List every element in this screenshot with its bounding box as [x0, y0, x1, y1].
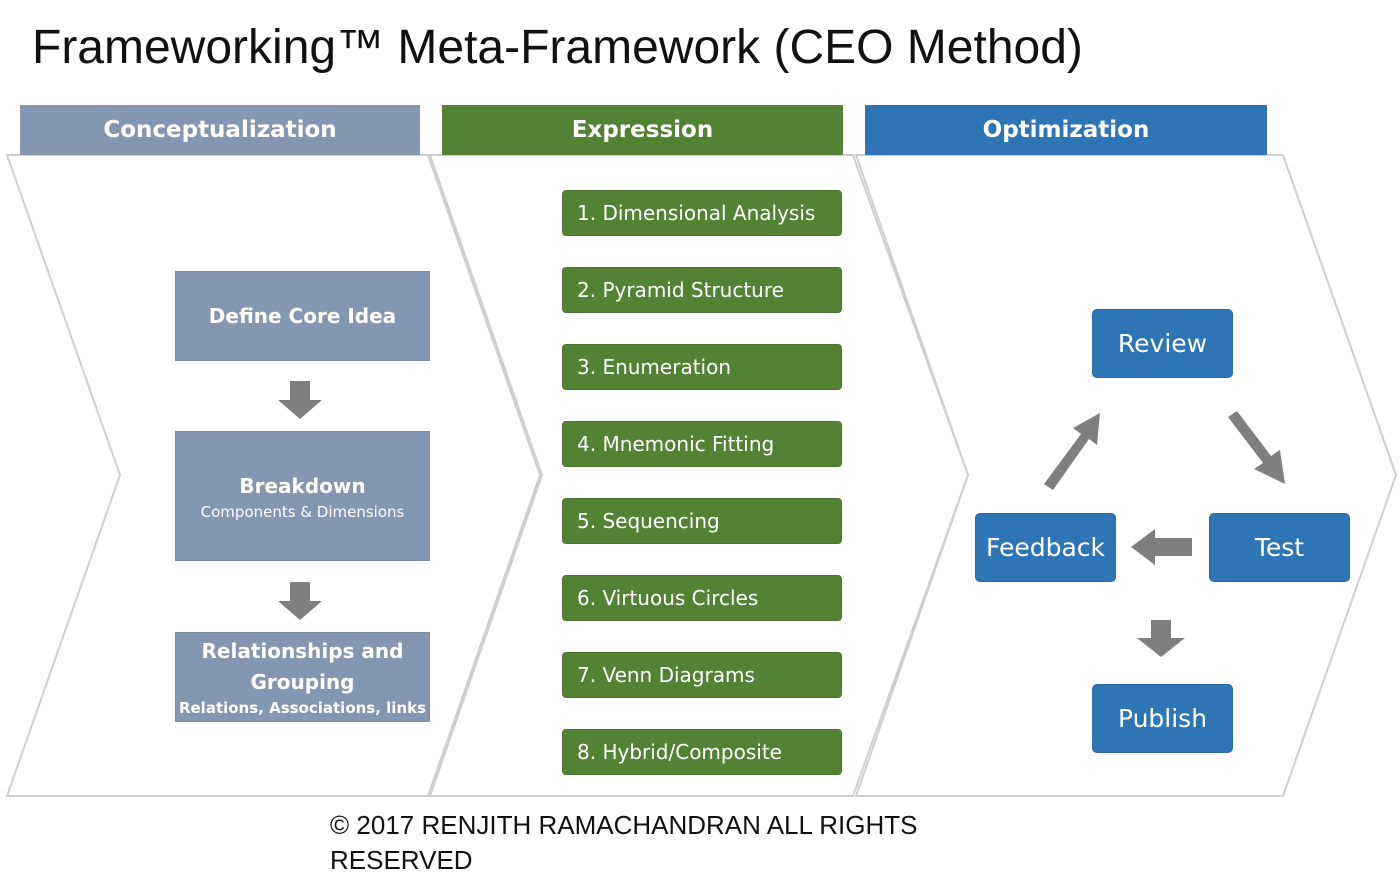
node-feedback: Feedback: [975, 513, 1116, 582]
copyright-notice: © 2017 RENJITH RAMACHANDRAN ALL RIGHTS R…: [330, 810, 918, 875]
node-test: Test: [1209, 513, 1350, 582]
concept-box-subtitle: Relations, Associations, links: [178, 699, 427, 717]
concept-box-relationships: Relationships and Grouping Relations, As…: [175, 632, 430, 722]
chevron-expression: [428, 154, 970, 797]
node-review: Review: [1092, 309, 1233, 378]
down-arrow-icon: [278, 582, 322, 620]
expression-step: 7. Venn Diagrams: [562, 652, 842, 698]
concept-box-title: Relationships and Grouping: [201, 639, 404, 694]
concept-box-breakdown: Breakdown Components & Dimensions: [175, 431, 430, 561]
up-right-arrow-icon: [1044, 413, 1100, 490]
header-optimization: Optimization: [865, 105, 1267, 155]
expression-step: 1. Dimensional Analysis: [562, 190, 842, 236]
expression-step: 5. Sequencing: [562, 498, 842, 544]
expression-step: 4. Mnemonic Fitting: [562, 421, 842, 467]
down-right-arrow-icon: [1228, 411, 1285, 484]
down-arrow-icon: [1137, 620, 1185, 657]
concept-box-title: Define Core Idea: [208, 303, 397, 328]
expression-step: 6. Virtuous Circles: [562, 575, 842, 621]
concept-box-title: Breakdown: [239, 473, 366, 498]
concept-box-define-core-idea: Define Core Idea: [175, 271, 430, 361]
chevron-optimization: [854, 154, 1398, 797]
down-arrow-icon: [278, 381, 322, 419]
expression-step: 3. Enumeration: [562, 344, 842, 390]
page-title: Frameworking™ Meta-Framework (CEO Method…: [32, 21, 1083, 74]
node-publish: Publish: [1092, 684, 1233, 753]
concept-box-subtitle: Components & Dimensions: [200, 502, 405, 521]
header-conceptualization: Conceptualization: [20, 105, 420, 155]
expression-step: 2. Pyramid Structure: [562, 267, 842, 313]
expression-step: 8. Hybrid/Composite: [562, 729, 842, 775]
left-arrow-icon: [1131, 529, 1192, 565]
header-expression: Expression: [442, 105, 843, 155]
